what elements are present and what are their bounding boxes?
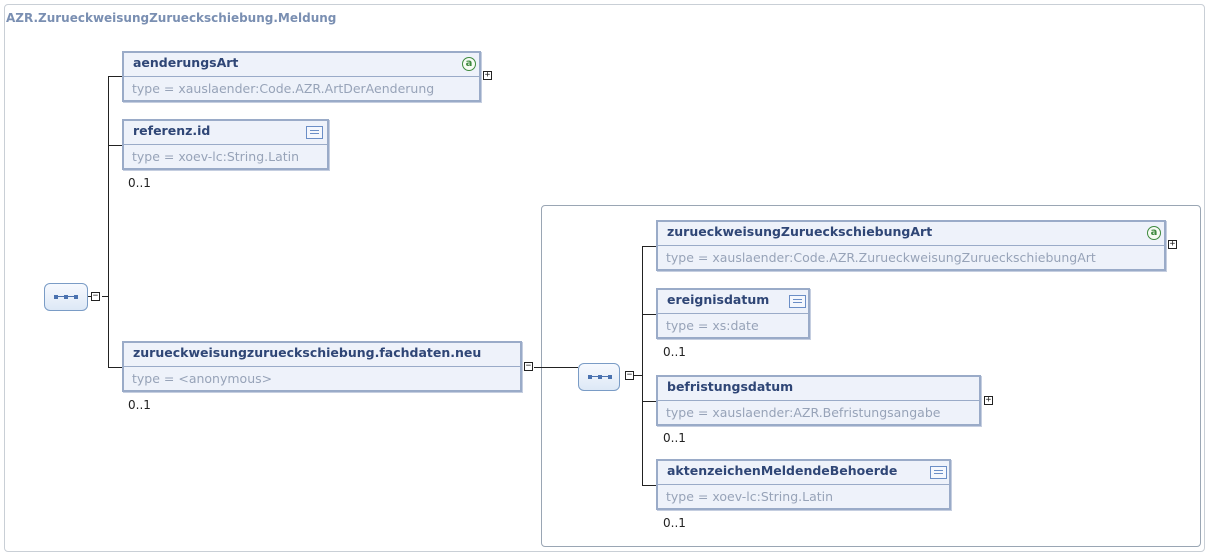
documentation-icon	[930, 466, 947, 479]
element-befristungsdatum[interactable]: befristungsdatum type = xauslaender:AZR.…	[656, 375, 981, 426]
element-name: zurueckweisungzurueckschiebung.fachdaten…	[133, 345, 482, 360]
element-type: type = xoev-lc:String.Latin	[666, 489, 834, 504]
element-name: aenderungsArt	[133, 55, 239, 70]
element-type: type = xauslaender:AZR.Befristungsangabe	[666, 405, 941, 420]
cardinality-label: 0..1	[663, 345, 686, 359]
documentation-icon	[306, 126, 323, 139]
element-name: zurueckweisungZurueckschiebungArt	[667, 224, 933, 239]
element-ereignisdatum[interactable]: ereignisdatum type = xs:date	[656, 288, 810, 339]
collapse-toggle[interactable]: −	[91, 291, 100, 301]
connector-line	[102, 296, 108, 297]
element-name: aktenzeichenMeldendeBehoerde	[667, 463, 898, 478]
sequence-icon	[54, 295, 78, 299]
element-type: type = xauslaender:Code.AZR.Zurueckweisu…	[666, 250, 1096, 265]
element-referenz-id[interactable]: referenz.id type = xoev-lc:String.Latin	[122, 119, 329, 170]
sequence-compositor[interactable]	[44, 283, 88, 311]
cardinality-label: 0..1	[128, 398, 151, 412]
cardinality-label: 0..1	[128, 176, 151, 190]
attribute-icon: a	[1147, 226, 1161, 240]
attribute-icon: a	[462, 57, 476, 71]
expand-toggle[interactable]: +	[1168, 239, 1177, 249]
root-element-title: AZR.ZurueckweisungZurueckschiebung.Meldu…	[6, 11, 337, 25]
connector-line	[534, 367, 578, 368]
expand-toggle[interactable]: +	[483, 70, 492, 80]
element-name: befristungsdatum	[667, 379, 794, 394]
element-name: ereignisdatum	[667, 292, 770, 307]
divider	[658, 400, 979, 401]
connector-line	[642, 246, 643, 486]
sequence-icon	[588, 375, 612, 379]
cardinality-label: 0..1	[663, 431, 686, 445]
connector-line	[108, 76, 109, 368]
connector-line	[642, 314, 656, 315]
collapse-toggle[interactable]: −	[524, 361, 533, 371]
divider	[658, 484, 949, 485]
connector-line	[642, 401, 656, 402]
divider	[124, 366, 520, 367]
connector-line	[642, 246, 656, 247]
connector-line	[634, 375, 642, 376]
element-zurueckweisungZurueckschiebungArt[interactable]: zurueckweisungZurueckschiebungArt a type…	[656, 220, 1166, 271]
element-fachdaten-neu[interactable]: zurueckweisungzurueckschiebung.fachdaten…	[122, 341, 522, 392]
divider	[658, 245, 1164, 246]
element-type: type = xs:date	[666, 318, 759, 333]
sequence-compositor[interactable]	[578, 363, 620, 391]
expand-toggle[interactable]: +	[984, 395, 993, 405]
element-aenderungsArt[interactable]: aenderungsArt a type = xauslaender:Code.…	[122, 51, 481, 102]
element-type: type = <anonymous>	[132, 371, 273, 386]
divider	[124, 76, 479, 77]
cardinality-label: 0..1	[663, 516, 686, 530]
connector-line	[108, 145, 122, 146]
connector-line	[108, 76, 122, 77]
element-aktenzeichenMeldendeBehoerde[interactable]: aktenzeichenMeldendeBehoerde type = xoev…	[656, 459, 951, 510]
divider	[658, 313, 808, 314]
element-type: type = xoev-lc:String.Latin	[132, 149, 300, 164]
connector-line	[642, 485, 656, 486]
connector-line	[108, 367, 122, 368]
divider	[124, 144, 327, 145]
collapse-toggle[interactable]: −	[625, 370, 634, 380]
element-name: referenz.id	[133, 123, 211, 138]
documentation-icon	[789, 295, 806, 308]
element-type: type = xauslaender:Code.AZR.ArtDerAender…	[132, 81, 435, 96]
